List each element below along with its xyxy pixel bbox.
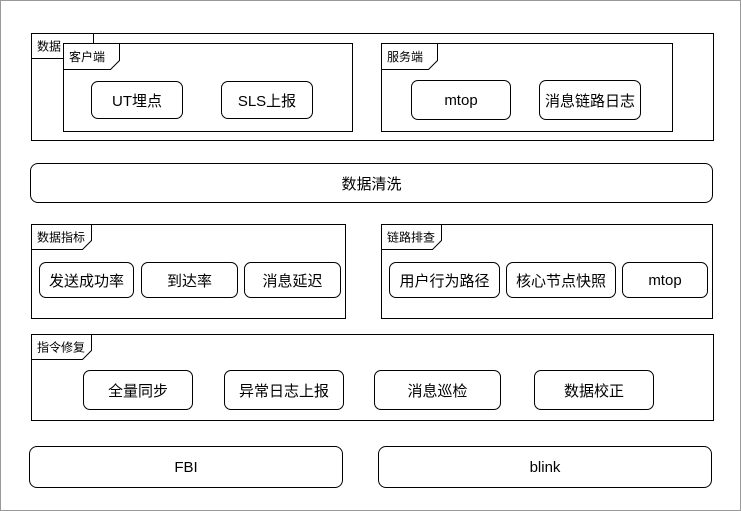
node-core-node-snapshot[interactable]: 核心节点快照 (506, 262, 616, 298)
bar-fbi[interactable]: FBI (29, 446, 343, 488)
node-abnormal-log-report[interactable]: 异常日志上报 (224, 370, 344, 410)
frame-data-metrics-label: 数据指标 (37, 230, 85, 245)
frame-data[interactable]: 数据 客户端 UT埋点 SLS上报 服务端 mtop 消息链路日志 (31, 33, 714, 141)
frame-link-trace[interactable]: 链路排查 用户行为路径 核心节点快照 mtop (381, 224, 713, 319)
node-message-delay[interactable]: 消息延迟 (244, 262, 341, 298)
node-send-success-rate[interactable]: 发送成功率 (39, 262, 134, 298)
bar-blink[interactable]: blink (378, 446, 712, 488)
frame-server[interactable]: 服务端 mtop 消息链路日志 (381, 43, 673, 132)
frame-data-label: 数据 (37, 39, 61, 54)
frame-client[interactable]: 客户端 UT埋点 SLS上报 (63, 43, 353, 132)
bar-data-cleaning[interactable]: 数据清洗 (30, 163, 713, 203)
frame-server-label: 服务端 (387, 49, 423, 64)
frame-command-repair-tab: 指令修复 (31, 334, 92, 360)
node-mtop-trace[interactable]: mtop (622, 262, 708, 298)
node-user-behavior-path[interactable]: 用户行为路径 (389, 262, 500, 298)
node-mtop[interactable]: mtop (411, 80, 511, 120)
node-ut-tracking[interactable]: UT埋点 (91, 81, 183, 119)
node-arrival-rate[interactable]: 到达率 (141, 262, 238, 298)
frame-data-metrics[interactable]: 数据指标 发送成功率 到达率 消息延迟 (31, 224, 346, 319)
frame-command-repair-label: 指令修复 (37, 340, 85, 355)
frame-command-repair[interactable]: 指令修复 全量同步 异常日志上报 消息巡检 数据校正 (31, 334, 714, 421)
frame-link-trace-tab: 链路排查 (381, 224, 442, 250)
node-message-inspection[interactable]: 消息巡检 (374, 370, 501, 410)
frame-data-metrics-tab: 数据指标 (31, 224, 92, 250)
frame-client-label: 客户端 (69, 49, 105, 64)
frame-link-trace-label: 链路排查 (387, 230, 435, 245)
node-message-link-log[interactable]: 消息链路日志 (539, 80, 641, 120)
node-data-correction[interactable]: 数据校正 (534, 370, 654, 410)
node-sls-report[interactable]: SLS上报 (221, 81, 313, 119)
frame-server-tab: 服务端 (381, 43, 438, 70)
node-full-sync[interactable]: 全量同步 (83, 370, 193, 410)
frame-client-tab: 客户端 (63, 43, 120, 70)
